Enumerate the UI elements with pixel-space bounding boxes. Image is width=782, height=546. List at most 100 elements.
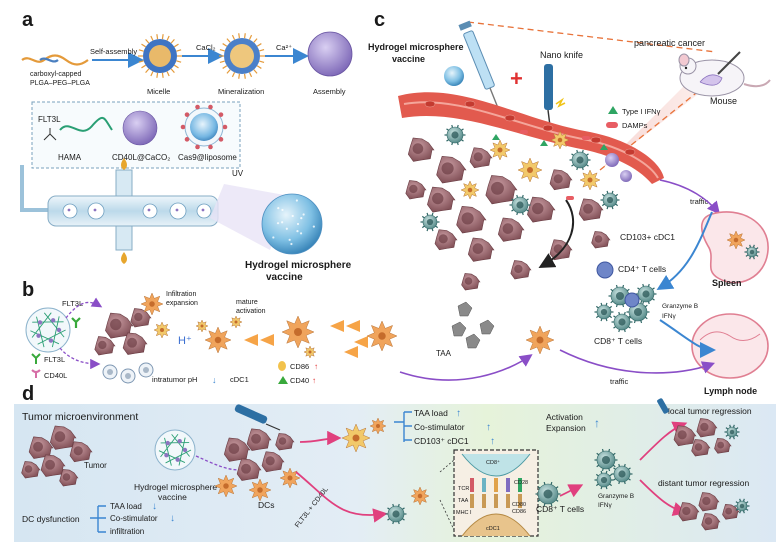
legend-cd40l-icon bbox=[31, 369, 41, 378]
cd8-expand-arrow bbox=[559, 484, 584, 498]
d-cd8-label: CD8⁺ T cells bbox=[536, 504, 584, 514]
dendritic-cell bbox=[140, 292, 164, 316]
t-cell bbox=[611, 311, 633, 333]
dendritic-cell bbox=[410, 486, 430, 506]
d-release-arrow bbox=[195, 455, 241, 471]
dys-down-1-icon: ↓ bbox=[152, 501, 157, 512]
tumor-cell bbox=[21, 461, 41, 479]
mineralized-micelle-icon bbox=[219, 33, 265, 79]
hydrogel-title-1: Hydrogel microsphere bbox=[245, 260, 352, 271]
intratumor-ph-label: intratumor pH bbox=[152, 375, 197, 384]
t-cell bbox=[608, 284, 632, 308]
tumor-mass bbox=[405, 124, 632, 291]
micelle-label: Micelle bbox=[147, 87, 170, 96]
tumor-cell bbox=[485, 175, 518, 205]
taa-fragment-icon bbox=[457, 301, 473, 317]
tumor-cell bbox=[130, 308, 152, 328]
caco2-particles bbox=[102, 362, 154, 384]
tumor-cell bbox=[59, 469, 79, 487]
purple-cell bbox=[620, 170, 632, 182]
tumor-cell bbox=[591, 231, 611, 249]
signal-triangle-icon bbox=[244, 334, 258, 346]
d-tumor-label: Tumor bbox=[84, 461, 107, 470]
c-hydrogel-label-1: Hydrogel microsphere bbox=[368, 42, 464, 52]
synapse-mhc-label: MHC I bbox=[456, 510, 472, 516]
polymer-chain-icon bbox=[21, 54, 89, 66]
cd4-cell bbox=[624, 292, 640, 308]
c-traffic-label: traffic bbox=[690, 197, 708, 206]
inlet-tube bbox=[20, 165, 50, 212]
tumor-cell bbox=[69, 441, 93, 463]
up-item-1: TAA load bbox=[414, 408, 448, 418]
b-flt3l-top-label: FLT3L bbox=[62, 299, 83, 308]
dys-item-1: TAA load bbox=[110, 502, 142, 511]
dendritic-cell bbox=[195, 319, 209, 333]
ligand-icon bbox=[506, 494, 510, 508]
receptor-icon bbox=[494, 478, 498, 492]
micelle-icon bbox=[138, 34, 182, 78]
lymph-node-icon bbox=[691, 313, 769, 379]
legend-flt3l-icon bbox=[31, 353, 41, 364]
dendritic-cell bbox=[153, 321, 171, 339]
d-tumor-cluster bbox=[21, 425, 93, 487]
taa-label: TAA bbox=[436, 349, 452, 358]
damp-pill-icon bbox=[520, 130, 528, 134]
dendritic-cell bbox=[214, 474, 238, 498]
hydrogel-title-2: vaccine bbox=[266, 272, 303, 283]
c-microsphere-icon bbox=[444, 66, 464, 86]
tumor-cell bbox=[105, 312, 134, 339]
damp-pill-icon bbox=[566, 196, 574, 200]
ifn-triangle-icon bbox=[540, 140, 548, 146]
tumor-cell bbox=[549, 239, 573, 261]
b-dendritic-cells bbox=[195, 315, 555, 359]
b-traffic-arrow-1 bbox=[399, 354, 533, 381]
t-cell bbox=[600, 190, 620, 210]
legend-cd40l-label: CD40L bbox=[44, 371, 67, 380]
ligand-icon bbox=[470, 494, 474, 508]
lymph-node-inner bbox=[699, 331, 761, 341]
dendritic-cell bbox=[460, 180, 480, 200]
c-hydrogel-label-2: vaccine bbox=[392, 54, 425, 64]
to-synapse-arrow bbox=[295, 471, 388, 523]
activation-label: Activation bbox=[546, 412, 583, 422]
dcs-label: DCs bbox=[258, 500, 275, 510]
signal-triangle-icon bbox=[354, 336, 368, 348]
cdc1-label: cDC1 bbox=[230, 375, 249, 384]
tcell-to-lymph-arrow bbox=[659, 319, 716, 358]
b-signal-triangles bbox=[244, 320, 368, 358]
ligand-icon bbox=[494, 494, 498, 508]
up-item-3: CD103⁺ cDC1 bbox=[414, 436, 469, 446]
cd4-cell-icon bbox=[596, 261, 614, 279]
ligand-icon bbox=[518, 494, 522, 508]
synapse-inset: CD8⁺ TCR TAA MHC I CD28 CD80 CD86 cDC1 bbox=[453, 449, 539, 537]
synapse-taa-label: TAA bbox=[458, 498, 469, 504]
panel-d: d Tumor microenvironment Tumor Hydrogel … bbox=[14, 383, 776, 542]
cd86-up-icon: ↑ bbox=[314, 362, 318, 371]
t-cell bbox=[594, 302, 614, 322]
t-cell bbox=[635, 283, 657, 305]
cas9-liposome-icon bbox=[180, 104, 228, 150]
signal-triangle-icon bbox=[260, 334, 274, 346]
cd86-label: CD86 bbox=[290, 362, 309, 371]
damps-label: DAMPs bbox=[622, 121, 648, 130]
d-nano-knife-icon bbox=[234, 404, 281, 431]
tumor-cell bbox=[722, 503, 740, 520]
oil-drop-top-icon bbox=[121, 158, 127, 170]
pancreatic-label: pancreatic cancer bbox=[634, 38, 705, 48]
d-granzyme-label-2: IFNγ bbox=[598, 502, 612, 509]
cd40-label: CD40 bbox=[290, 376, 309, 385]
panel-c-letter: c bbox=[374, 9, 385, 31]
release-flt3l-arrow bbox=[65, 297, 103, 319]
mouse-label: Mouse bbox=[710, 96, 737, 106]
dendritic-cell bbox=[369, 417, 387, 435]
mature-label-1: mature bbox=[236, 299, 258, 306]
dendritic-cell bbox=[229, 315, 243, 329]
infiltration-label-1: Infiltration bbox=[166, 291, 196, 298]
tumor-cell bbox=[94, 336, 116, 356]
panel-d-letter: d bbox=[22, 383, 34, 405]
inset-leader-lines bbox=[439, 459, 455, 531]
blood-vessel bbox=[398, 92, 664, 184]
cd40l-caco2-label: CD40L@CaCO₂ bbox=[112, 153, 170, 162]
tumor-cell bbox=[236, 458, 262, 481]
